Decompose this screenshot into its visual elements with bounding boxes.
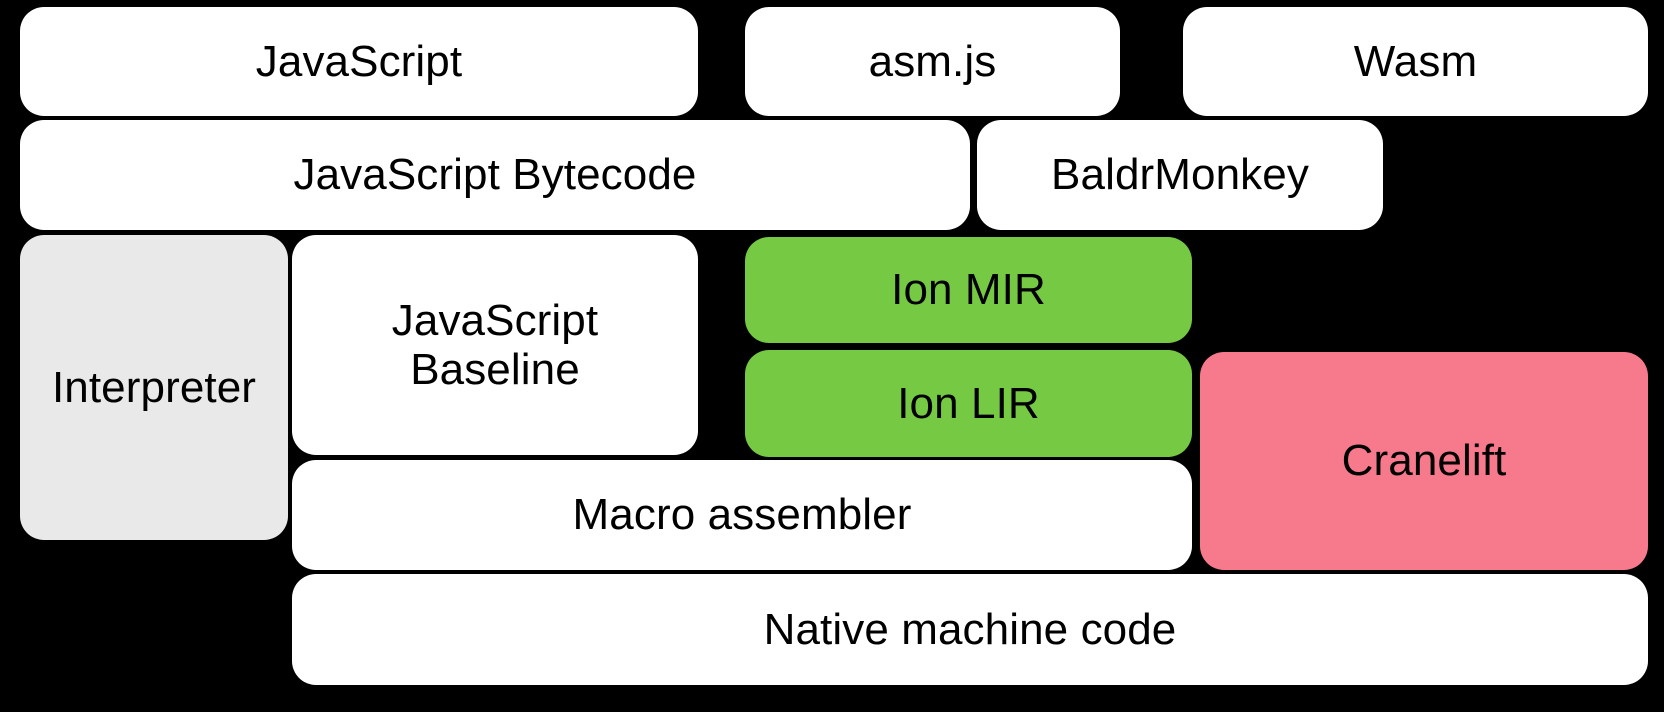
box-cranelift: Cranelift bbox=[1200, 352, 1648, 570]
box-macro-assembler: Macro assembler bbox=[292, 460, 1192, 570]
box-javascript-baseline: JavaScript Baseline bbox=[292, 235, 698, 455]
box-native-machine-code: Native machine code bbox=[292, 574, 1648, 685]
box-interpreter: Interpreter bbox=[20, 235, 288, 540]
box-wasm: Wasm bbox=[1183, 7, 1648, 116]
box-baldrmonkey: BaldrMonkey bbox=[977, 120, 1383, 230]
box-ion-lir: Ion LIR bbox=[745, 350, 1192, 457]
box-javascript: JavaScript bbox=[20, 7, 698, 116]
box-ion-mir: Ion MIR bbox=[745, 237, 1192, 343]
box-asmjs: asm.js bbox=[745, 7, 1120, 116]
box-javascript-bytecode: JavaScript Bytecode bbox=[20, 120, 970, 230]
